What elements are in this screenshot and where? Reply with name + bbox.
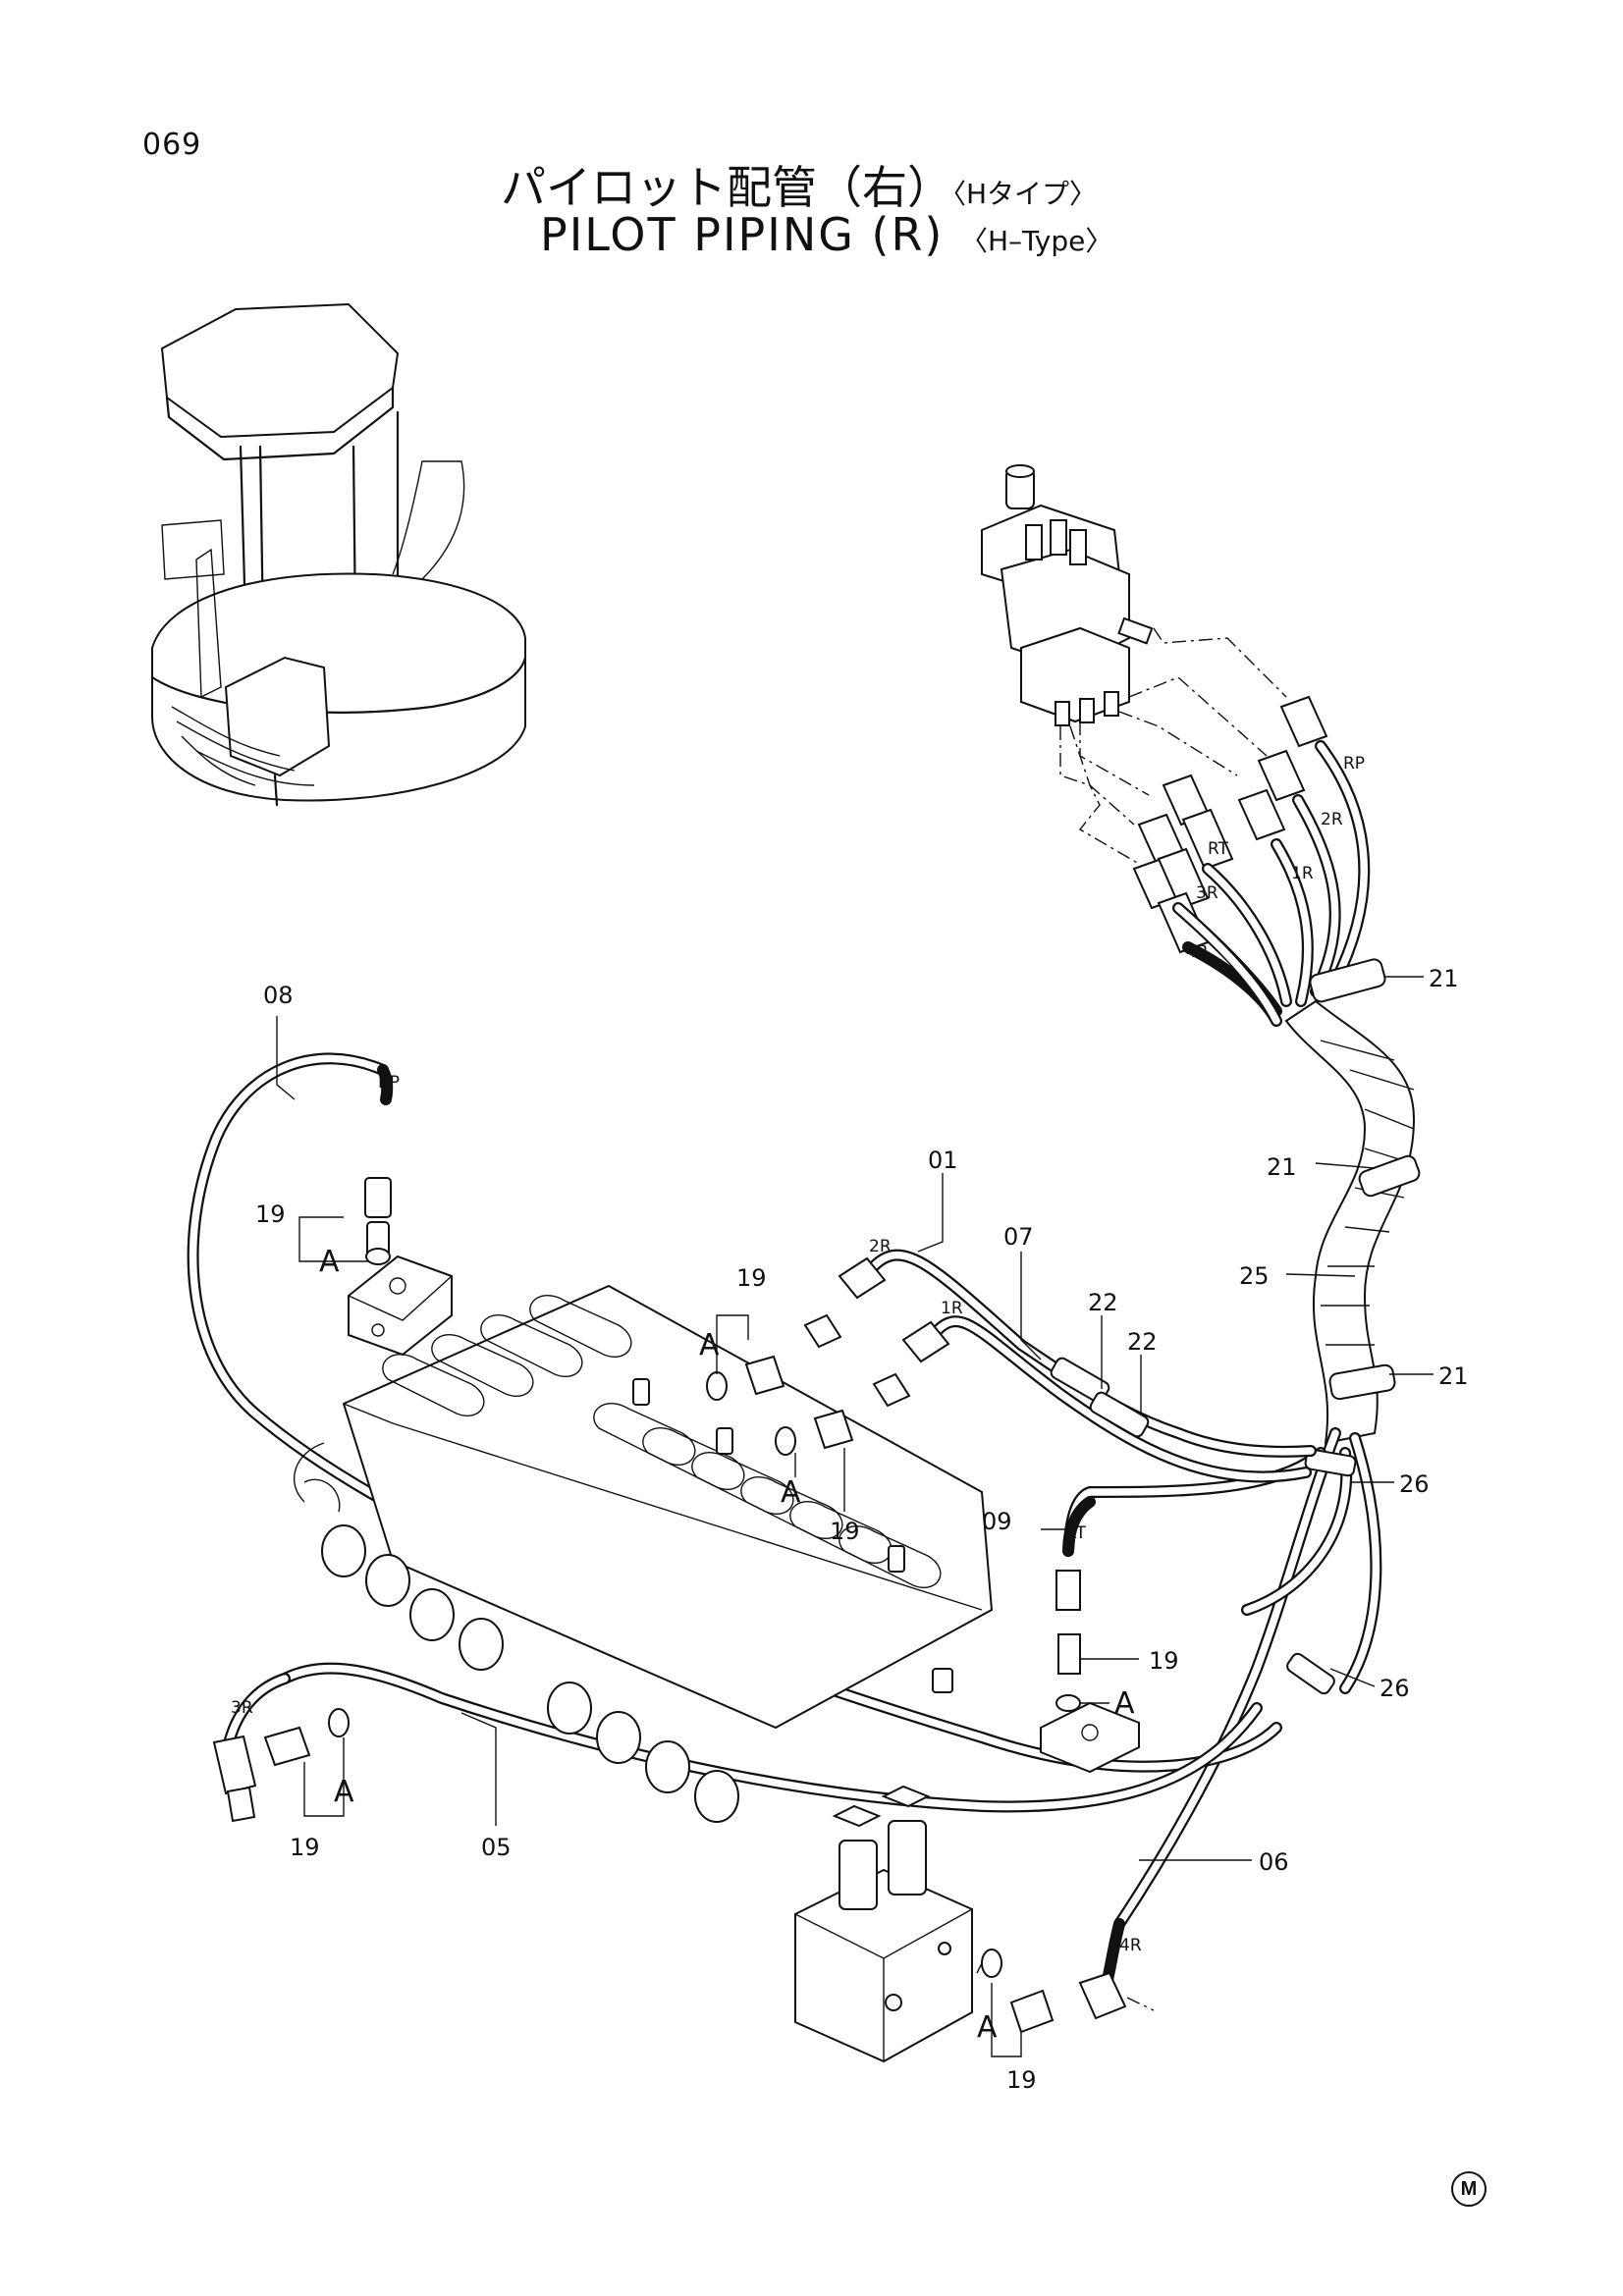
callout-leader-lines bbox=[276, 976, 1434, 2057]
hose-bundle bbox=[1062, 740, 1421, 1930]
hoses-01-07-09 bbox=[838, 1249, 1317, 1675]
callout-25: 25 bbox=[1239, 1262, 1270, 1290]
callout-09: 09 bbox=[982, 1508, 1012, 1535]
corner-mark: M bbox=[1451, 2171, 1487, 2207]
port-label-rp-hose: RP bbox=[378, 1073, 400, 1093]
callout-19-4r: 19 bbox=[1006, 2066, 1037, 2094]
port-block-rp bbox=[348, 1255, 453, 1357]
detail-a-labels: A A A A A A bbox=[319, 1245, 1135, 2045]
port-label-3r-valve: 3R bbox=[1196, 883, 1218, 903]
callout-22-upper: 22 bbox=[1088, 1289, 1118, 1316]
port-label-3r-hose: 3R bbox=[231, 1698, 253, 1718]
callout-21-upper: 21 bbox=[1429, 965, 1459, 992]
callout-21-lower: 21 bbox=[1438, 1362, 1469, 1390]
callout-19-2r: 19 bbox=[736, 1264, 767, 1292]
callout-numbers: 08 01 07 22 22 21 21 25 21 26 26 09 06 0… bbox=[255, 965, 1469, 2094]
detail-a-2r: A bbox=[699, 1328, 720, 1362]
port-labels: RP 2R RT 1R 3R 4R RP 2R 1R RT 3R 4R bbox=[231, 754, 1365, 1955]
title-japanese: パイロット配管（右）〈Hタイプ〉 bbox=[501, 152, 1097, 217]
port-label-1r-hose: 1R bbox=[941, 1299, 963, 1318]
port-label-rt-hose: RT bbox=[1065, 1523, 1087, 1543]
port-label-1r-valve: 1R bbox=[1291, 864, 1314, 883]
callout-19-rt: 19 bbox=[1149, 1647, 1179, 1675]
callout-22-lower: 22 bbox=[1127, 1328, 1158, 1356]
detail-a-rp: A bbox=[319, 1245, 340, 1279]
port-label-4r-hose: 4R bbox=[1119, 1936, 1142, 1955]
sub-valve-block bbox=[794, 1785, 973, 2063]
fittings-and-orings bbox=[263, 1177, 1155, 2034]
callout-19-3r: 19 bbox=[290, 1834, 320, 1861]
page-number: 069 bbox=[142, 128, 202, 162]
callout-01: 01 bbox=[928, 1147, 958, 1174]
port-label-2r-hose: 2R bbox=[869, 1237, 892, 1256]
detail-a-3r: A bbox=[334, 1775, 354, 1809]
control-valve-assembly bbox=[294, 1284, 994, 1823]
port-label-4r-valve: 4R bbox=[1186, 942, 1209, 962]
callout-21-middle: 21 bbox=[1267, 1153, 1297, 1181]
detail-a-rt: A bbox=[1114, 1686, 1135, 1721]
callout-06: 06 bbox=[1259, 1848, 1289, 1876]
port-label-2r-valve: 2R bbox=[1321, 810, 1343, 829]
title-japanese-text: パイロット配管（右） bbox=[501, 161, 952, 214]
connection-leader-lines bbox=[1059, 627, 1287, 865]
callout-05: 05 bbox=[481, 1834, 512, 1861]
title-english-type-tag: 〈H–Type〉 bbox=[960, 225, 1113, 257]
title-japanese-type-tag: 〈Hタイプ〉 bbox=[952, 178, 1098, 210]
callout-08: 08 bbox=[263, 982, 294, 1009]
port-label-rt-valve: RT bbox=[1208, 839, 1229, 859]
callout-19-rp: 19 bbox=[255, 1201, 286, 1228]
callout-26-upper: 26 bbox=[1399, 1470, 1430, 1498]
detail-a-1r: A bbox=[781, 1475, 801, 1510]
title-english-text: PILOT PIPING (R) bbox=[540, 208, 945, 261]
pilot-valve bbox=[981, 464, 1154, 726]
pilot-valve-port-fittings bbox=[1132, 695, 1328, 954]
title-english: PILOT PIPING (R) 〈H–Type〉 bbox=[540, 208, 1112, 261]
machine-overview-illustration bbox=[150, 302, 527, 807]
callout-26-lower: 26 bbox=[1380, 1675, 1410, 1702]
detail-a-4r: A bbox=[977, 2010, 998, 2045]
callout-07: 07 bbox=[1003, 1223, 1034, 1251]
port-label-rp-valve: RP bbox=[1343, 754, 1365, 774]
callout-19-1r: 19 bbox=[830, 1518, 860, 1545]
